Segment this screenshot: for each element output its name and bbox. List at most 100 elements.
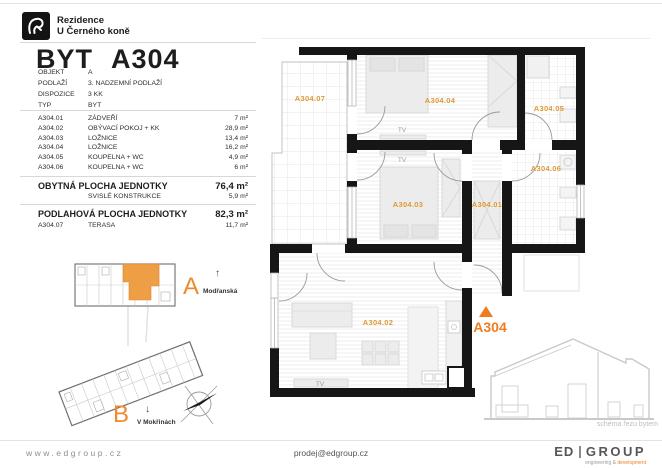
summary-floor-row: PODLAHOVÁ PLOCHA JEDNOTKY 82,3 m² <box>30 209 256 220</box>
top-rule <box>0 3 662 4</box>
room-code: A304.03 <box>38 134 64 142</box>
building-b <box>58 341 204 427</box>
room-name: KOUPELNA + WC <box>88 164 144 171</box>
meta-value: A <box>88 69 93 76</box>
terrace-code: A304.07 <box>38 222 64 229</box>
tv-label: TV <box>398 127 407 134</box>
room-label-terrace: A304.07 <box>295 94 325 103</box>
section-caption: schéma řezu bytem <box>596 421 658 428</box>
edgroup-logo-group: GROUP <box>585 444 646 459</box>
south-arrow-b-icon: ↓ <box>145 404 150 415</box>
tv-wall-icon <box>379 150 427 156</box>
room-area: 13,4 m² <box>224 134 248 142</box>
terrace-name: TERASA <box>88 222 116 229</box>
tv-wall-icon <box>379 134 427 140</box>
tv-label: TV <box>316 381 325 388</box>
stove-icon <box>447 320 461 334</box>
dining-chair-icon <box>374 340 387 353</box>
windows <box>270 59 585 349</box>
footer-website: www.edgroup.cz <box>26 448 124 458</box>
meta-label: PODLAŽÍ <box>38 80 68 87</box>
room-area: 7 m² <box>234 115 248 122</box>
highlighted-unit <box>122 263 160 301</box>
room-label-bath1: A304.05 <box>534 104 564 113</box>
footer-email: prodej@edgroup.cz <box>293 448 369 458</box>
room-area: 4,9 m² <box>228 154 248 162</box>
tv-bench-icon <box>293 378 349 388</box>
room-name: LOŽNICE <box>88 144 118 152</box>
table-row: A304.02 OBÝVACÍ POKOJ + KK 28,9 m² <box>30 125 256 135</box>
dining-chair-icon <box>374 353 387 366</box>
meta-row: TYP BYT <box>30 102 256 112</box>
footer-divider <box>0 440 662 441</box>
pillow-icon <box>369 57 396 72</box>
tagline-gray: engineering & <box>585 460 618 466</box>
coffee-table-icon <box>309 332 337 360</box>
table-row: A304.06 KOUPELNA + WC 6 m² <box>30 164 256 174</box>
tagline-orange: development <box>617 460 646 466</box>
room-code: A304.01 <box>38 115 64 122</box>
table-row: A304.03 LOŽNICE 13,4 m² <box>30 135 256 145</box>
meta-row: PODLAŽÍ 3. NADZEMNÍ PODLAŽÍ <box>30 80 256 90</box>
walls <box>270 47 585 397</box>
dining-chair-icon <box>361 353 374 366</box>
terrace-value: 11,7 m² <box>225 222 248 229</box>
brand-line2: U Černého koně <box>57 26 130 37</box>
summary-divider <box>20 204 256 205</box>
living-area-label: OBYTNÁ PLOCHA JEDNOTKY <box>38 181 168 191</box>
dining-chair-icon <box>361 340 374 353</box>
room-label-bedroom1: A304.03 <box>393 200 423 209</box>
site-plan: A ↑ Modřanská B ↓ V Mokřiná <box>53 252 248 447</box>
room-code: A304.02 <box>38 124 64 132</box>
pillow-icon <box>383 224 409 238</box>
section-sketch <box>478 326 660 427</box>
table-row: A304.04 LOŽNICE 16,2 m² <box>30 144 256 154</box>
sink-icon <box>559 86 577 99</box>
room-area: 28,9 m² <box>224 124 248 132</box>
terrace-row: A304.07 TERASA 11,7 m² <box>30 222 256 232</box>
entrance-arrow-icon <box>479 306 493 317</box>
kitchen-counter-icon <box>445 300 463 370</box>
meta-label: OBJEKT <box>38 69 65 76</box>
title-byt: BYT <box>36 44 93 74</box>
compass-icon <box>180 385 218 425</box>
door-arcs <box>278 105 553 302</box>
tv-label: TV <box>398 157 407 164</box>
meta-row: OBJEKT A <box>30 69 256 79</box>
terrace-floor <box>271 61 348 245</box>
horse-logo-icon <box>22 12 50 40</box>
unit-number-label: A304 <box>473 319 507 335</box>
street-b-label: V Mokřinách <box>137 419 176 426</box>
room-name: OBÝVACÍ POKOJ + KK <box>88 124 160 132</box>
table-row: A304.05 KOUPELNA + WC 4,9 m² <box>30 154 256 164</box>
furniture <box>291 54 577 392</box>
floor-area-label: PODLAHOVÁ PLOCHA JEDNOTKY <box>38 209 188 219</box>
living-area-value: 76,4 m² <box>215 181 248 192</box>
edgroup-logo-ed: ED <box>554 444 575 459</box>
meta-row: DISPOZICE 3 KK <box>30 91 256 101</box>
room-label-bedroom2: A304.04 <box>425 96 456 105</box>
meta-label: DISPOZICE <box>38 91 75 98</box>
table-row: A304.01 ZÁDVEŘÍ 7 m² <box>30 115 256 125</box>
pillow-icon <box>411 224 437 238</box>
room-code: A304.06 <box>38 164 64 171</box>
vertical-value: 5,9 m² <box>228 193 248 200</box>
building-a <box>74 263 176 346</box>
brand-name: Rezidence U Černého koně <box>57 15 130 37</box>
dining-chair-icon <box>387 353 400 366</box>
edgroup-tagline: engineering & development <box>554 460 646 466</box>
meta-label: TYP <box>38 102 52 109</box>
brand-line1: Rezidence <box>57 15 104 26</box>
vertical-label: SVISLÉ KONSTRUKCE <box>88 193 161 200</box>
meta-divider <box>20 110 256 111</box>
room-name: LOŽNICE <box>88 134 118 142</box>
dining-chair-icon <box>387 340 400 353</box>
plan-top-rule <box>262 38 650 39</box>
shaft <box>447 366 466 389</box>
room-name: KOUPELNA + WC <box>88 154 144 162</box>
wardrobe-door-icon <box>441 158 461 218</box>
room-code: A304.05 <box>38 154 64 162</box>
building-a-label: A <box>183 273 199 300</box>
room-area: 6 m² <box>234 164 248 171</box>
